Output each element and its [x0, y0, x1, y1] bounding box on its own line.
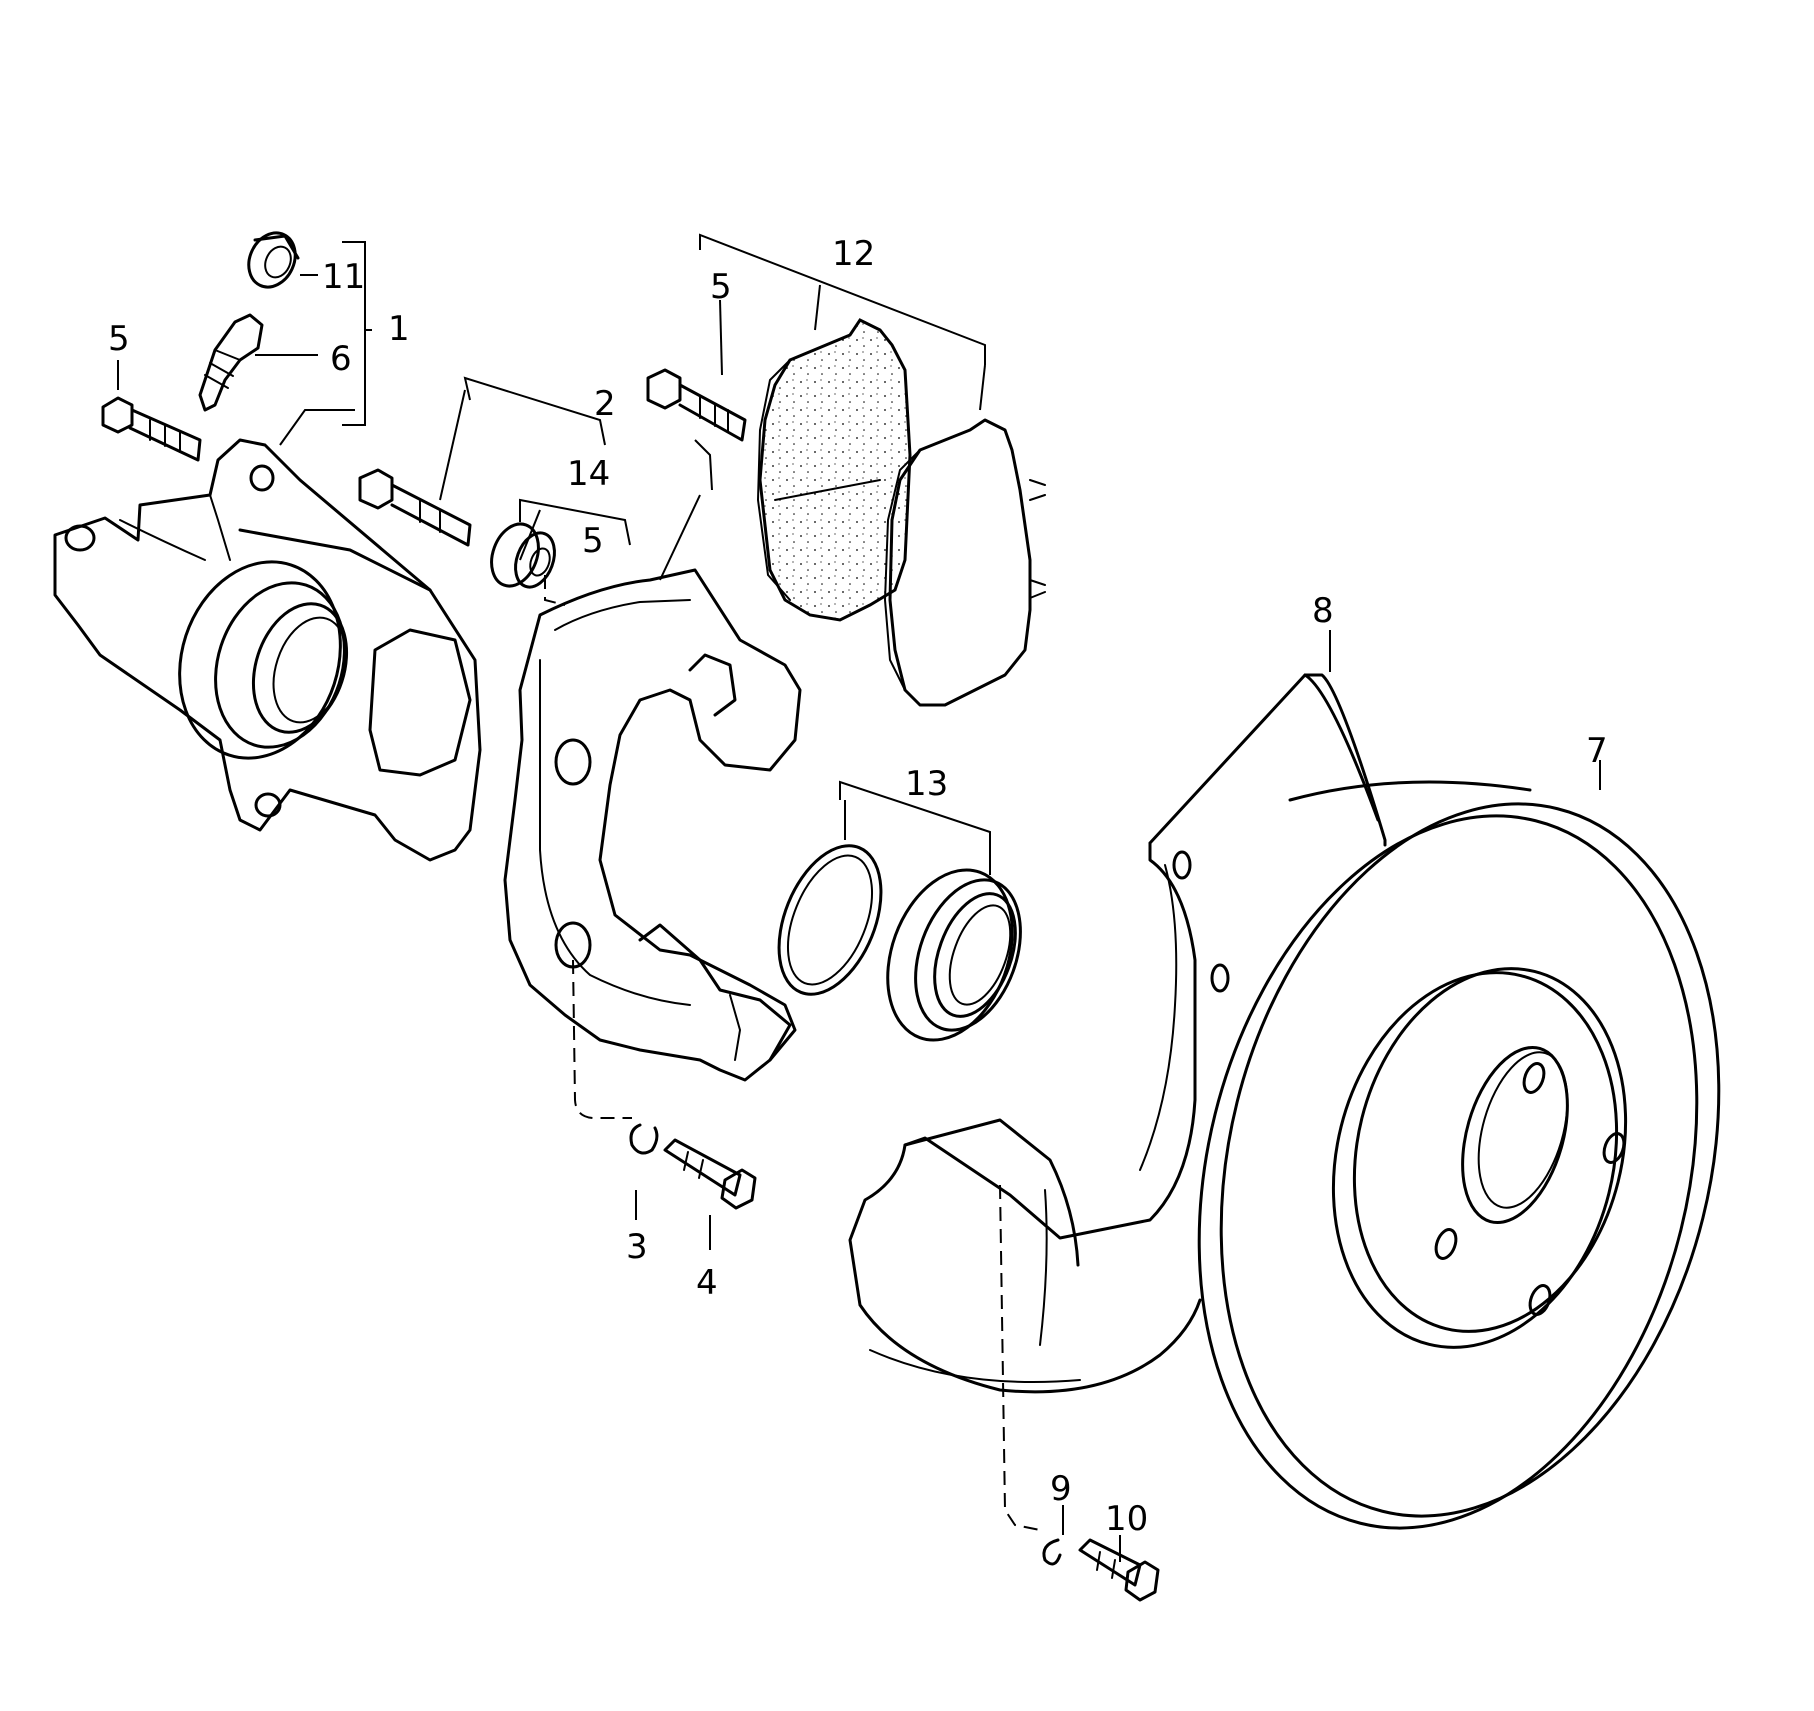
splash-plate: [848, 673, 1387, 1394]
leader-lines: [117, 233, 1601, 1562]
brake-caliper: [53, 438, 482, 862]
dust-boot: [886, 868, 1022, 1042]
bleed-valve-cap: [247, 231, 300, 289]
callout-14: 14: [567, 454, 610, 494]
caliper-bolt-left: [101, 396, 202, 462]
callout-7: 7: [1586, 731, 1608, 771]
callout-5-center: 5: [582, 521, 604, 561]
callout-labels: 1 2 3 4 5 5 5 6 7 8 9 10 11 12 13 14: [108, 234, 1608, 1539]
callout-6: 6: [330, 339, 352, 379]
callout-10: 10: [1105, 1499, 1148, 1539]
guide-bushing: [490, 522, 556, 589]
lock-washer-3: [629, 1123, 659, 1155]
brake-carrier: [503, 568, 802, 1082]
callout-13: 13: [905, 764, 948, 804]
callout-4: 4: [696, 1263, 718, 1303]
callout-11: 11: [322, 257, 365, 297]
brake-disc: [1197, 780, 1721, 1530]
lock-washer-9: [1042, 1538, 1062, 1566]
guide-pin: [358, 468, 472, 547]
callout-9: 9: [1050, 1469, 1072, 1509]
carrier-bolt-bottom: [663, 1138, 757, 1210]
callout-2: 2: [594, 384, 616, 424]
splash-plate-bolt: [1078, 1538, 1160, 1602]
brake-pads: [756, 318, 1046, 707]
callout-8: 8: [1312, 591, 1334, 631]
callout-5-top: 5: [710, 267, 732, 307]
carrier-bolt-top: [646, 368, 747, 442]
bleed-valve: [198, 313, 264, 412]
callout-3: 3: [626, 1227, 648, 1267]
callout-5-left: 5: [108, 319, 130, 359]
seal-ring: [777, 844, 883, 996]
callout-1: 1: [388, 309, 410, 349]
callout-12: 12: [832, 234, 875, 274]
